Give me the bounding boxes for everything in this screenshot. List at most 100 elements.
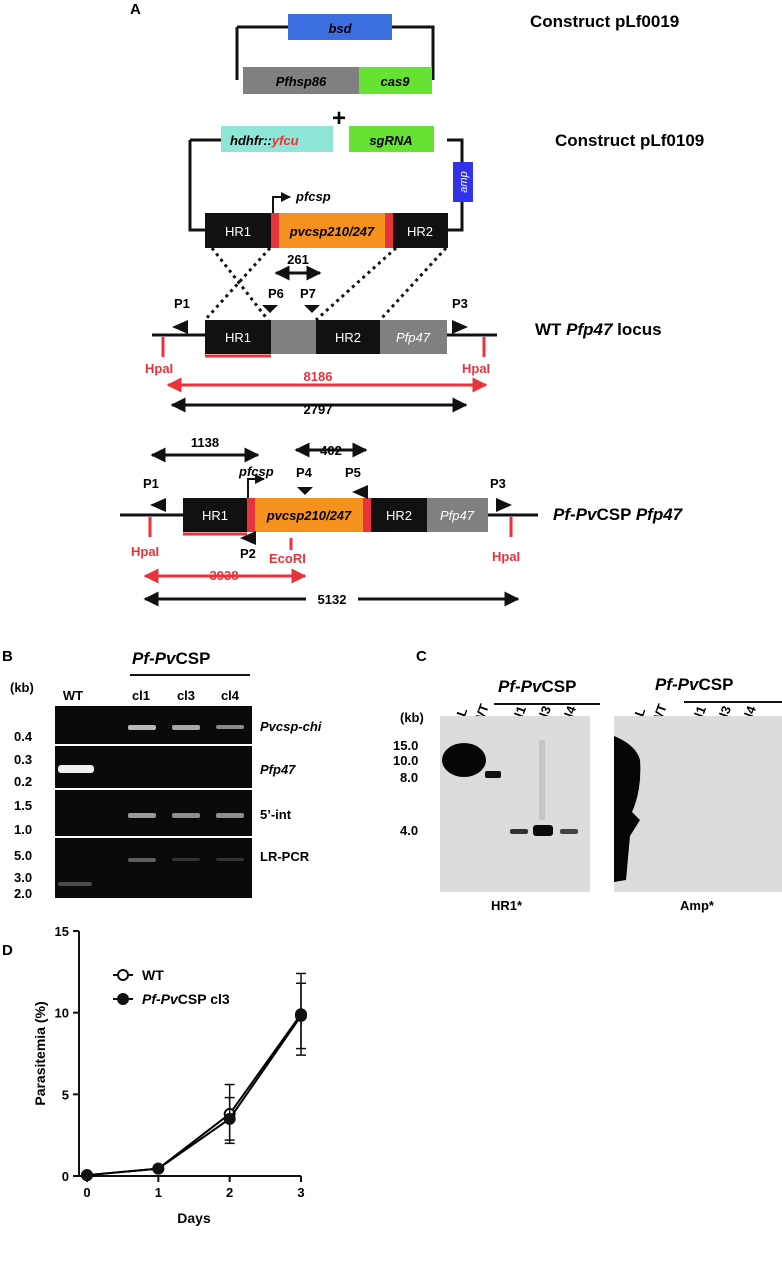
svg-text:0.4: 0.4: [14, 729, 33, 744]
panel-c: C Pf-PvCSP Pf-PvCSP (kb) pL WT cl1 cl3 c…: [393, 648, 782, 913]
svg-text:0.2: 0.2: [14, 774, 32, 789]
probe-hr1: HR1*: [491, 898, 523, 913]
svg-text:pfcsp: pfcsp: [238, 464, 274, 479]
legend-label: Pf-PvCSP cl3: [142, 991, 230, 1007]
mutant-locus-title: Pf-PvCSP Pfp47: [553, 505, 684, 524]
svg-text:P3: P3: [452, 296, 468, 311]
svg-text:HpaI: HpaI: [131, 544, 159, 559]
svg-text:HR1: HR1: [202, 508, 228, 523]
svg-text:EcoRI: EcoRI: [269, 551, 306, 566]
svg-text:pvcsp210/247: pvcsp210/247: [266, 508, 352, 523]
data-point: [223, 1112, 236, 1125]
sgrna-label: sgRNA: [369, 133, 412, 148]
probe-amp: Amp*: [680, 898, 715, 913]
y-tick-label: 0: [62, 1169, 69, 1184]
blot-amp: [614, 716, 782, 892]
amp-box: [453, 162, 473, 202]
svg-text:P1: P1: [174, 296, 190, 311]
svg-text:HR1: HR1: [225, 330, 251, 345]
panel-c-label: C: [416, 648, 427, 665]
amp-label: amp: [458, 171, 470, 192]
svg-text:5132: 5132: [318, 592, 347, 607]
y-axis-label: Parasitemia (%): [32, 1001, 48, 1105]
svg-text:(kb): (kb): [10, 680, 34, 695]
hdhfr-yfcu-label: hdhfr::yfcu: [230, 133, 299, 148]
lane-wt: WT: [63, 688, 83, 703]
pvcsp-label: pvcsp210/247: [289, 224, 375, 239]
svg-text:(kb): (kb): [400, 710, 424, 725]
svg-text:10.0: 10.0: [393, 753, 418, 768]
svg-text:HR2: HR2: [386, 508, 412, 523]
svg-text:1138: 1138: [191, 435, 219, 450]
wt-hr2-box: [316, 320, 380, 354]
svg-text:P2: P2: [240, 546, 256, 561]
series-line: [86, 1013, 302, 1177]
construct2-title: Construct pLf0109: [555, 131, 704, 150]
mutant-locus: 1138 402 HR1 pvcsp210/247 HR2 Pfp47 pfcs…: [120, 435, 684, 608]
data-point: [81, 1169, 93, 1182]
panel-b-label: B: [2, 648, 13, 665]
mut-hr2-box: [371, 498, 427, 532]
svg-text:5.0: 5.0: [14, 848, 32, 863]
svg-text:2797: 2797: [304, 402, 333, 417]
construct1-title: Construct pLf0019: [530, 12, 679, 31]
construct-plf0019: bsd Pfhsp86 cas9 Construct pLf0019: [235, 12, 679, 94]
svg-text:1.0: 1.0: [14, 822, 32, 837]
y-tick-label: 15: [55, 924, 69, 939]
crossover-lines: [203, 246, 448, 322]
panel-c-header-right: Pf-PvCSP: [655, 675, 733, 694]
panel-b: B Pf-PvCSP (kb) WT cl1 cl3 cl4 0.4 Pvcsp…: [2, 648, 322, 901]
panel-d-label: D: [2, 942, 13, 959]
svg-text:P4: P4: [296, 465, 313, 480]
svg-text:8.0: 8.0: [400, 770, 418, 785]
series-line: [86, 1015, 302, 1177]
size-261: 261: [287, 252, 309, 267]
panel-b-header: Pf-PvCSP: [132, 649, 210, 668]
x-tick-label: 3: [297, 1185, 304, 1200]
svg-text:P5: P5: [345, 465, 361, 480]
wt-pfp47-box: [380, 320, 447, 354]
svg-text:402: 402: [320, 443, 342, 458]
svg-text:LR-PCR: LR-PCR: [260, 849, 310, 864]
bsd-box: [288, 14, 392, 40]
pvcsp-box: [279, 213, 385, 248]
svg-text:HpaI: HpaI: [492, 549, 520, 564]
wt-locus-title: WT Pfp47 locus: [535, 320, 662, 339]
x-tick-label: 2: [226, 1185, 233, 1200]
mut-pfp47-box: [427, 498, 488, 532]
legend-marker: [117, 969, 129, 981]
svg-text:HR2: HR2: [335, 330, 361, 345]
svg-text:P6: P6: [268, 286, 284, 301]
mut-pvcsp-box: [255, 498, 363, 532]
svg-text:3.0: 3.0: [14, 870, 32, 885]
svg-text:HpaI: HpaI: [145, 361, 173, 376]
lane-cl3: cl3: [177, 688, 195, 703]
x-tick-label: 1: [155, 1185, 162, 1200]
legend-label: WT: [142, 967, 164, 983]
svg-text:5’-int: 5’-int: [260, 807, 292, 822]
svg-text:Pvcsp-chi: Pvcsp-chi: [260, 719, 322, 734]
legend-marker: [117, 993, 129, 1005]
wt-locus: HR1 HR2 Pfp47 P1 P6 P7 P3 HpaI HpaI 8186…: [145, 286, 662, 417]
pfhsp86-label: Pfhsp86: [276, 74, 327, 89]
cas9-label: cas9: [381, 74, 411, 89]
pfcsp-label: pfcsp: [295, 189, 331, 204]
svg-text:HpaI: HpaI: [462, 361, 490, 376]
plus-sign: +: [332, 105, 346, 132]
lane-cl1: cl1: [132, 688, 150, 703]
cas9-box: [359, 67, 432, 94]
svg-text:3938: 3938: [210, 568, 239, 583]
blot-hr1: [440, 716, 590, 892]
svg-text:2.0: 2.0: [14, 886, 32, 901]
panel-c-header-left: Pf-PvCSP: [498, 677, 576, 696]
hr2-label: HR2: [407, 224, 433, 239]
svg-text:Pfp47: Pfp47: [260, 762, 296, 777]
bsd-label: bsd: [328, 21, 352, 36]
svg-text:0.3: 0.3: [14, 752, 32, 767]
svg-text:8186: 8186: [304, 369, 333, 384]
svg-text:Pfp47: Pfp47: [396, 330, 431, 345]
sgrna-box: [349, 126, 434, 152]
lane-cl4: cl4: [221, 688, 240, 703]
